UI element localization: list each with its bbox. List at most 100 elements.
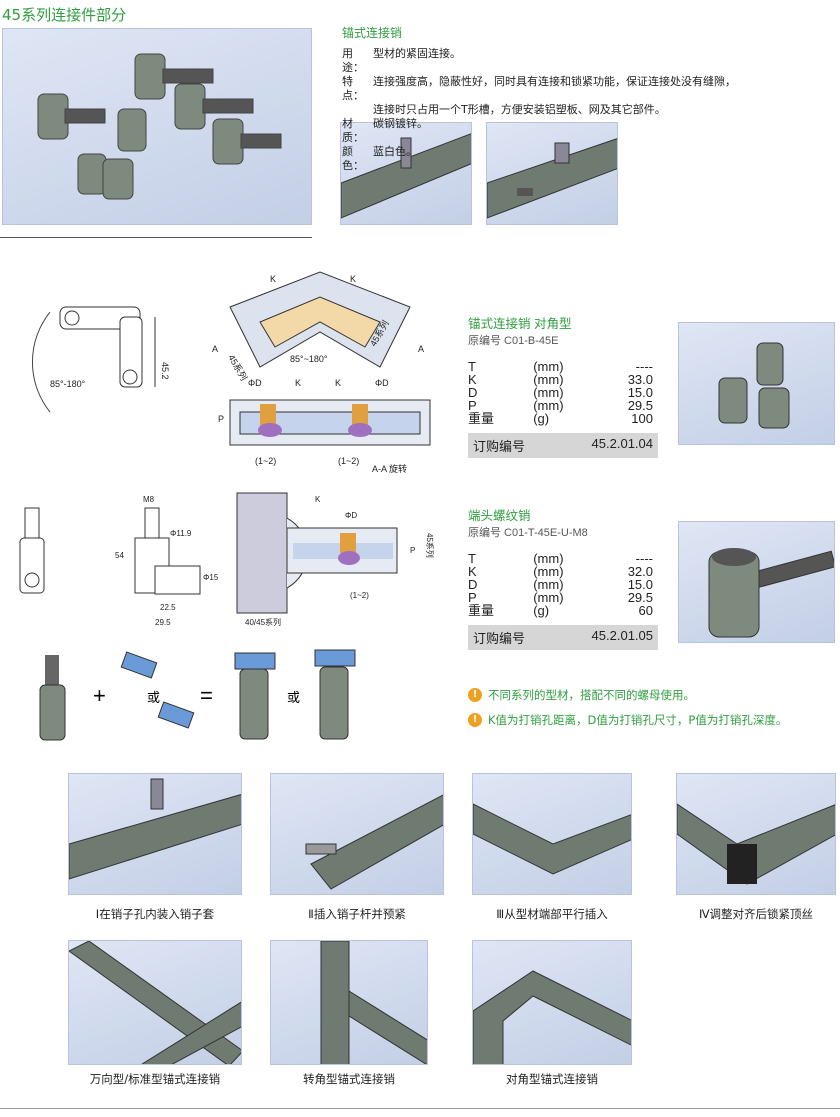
- gap-label: (1~2): [255, 456, 276, 466]
- label: 特点：: [342, 75, 364, 102]
- footer-divider: [0, 1108, 840, 1109]
- product-code: 原编号 C01-B-45E: [468, 335, 559, 347]
- spec-key: T: [468, 359, 476, 374]
- base-label: 40/45系列: [245, 617, 281, 627]
- note: ! 不同系列的型材，搭配不同的螺母使用。: [468, 687, 695, 703]
- type-photo-diagonal: [472, 940, 632, 1065]
- spec-value: ----: [635, 551, 653, 566]
- label: 颜色：: [342, 145, 364, 172]
- dim-label: 29.5: [155, 618, 171, 627]
- spec-key: K: [468, 564, 477, 579]
- k-label: K: [270, 274, 276, 284]
- equals-sign: =: [200, 683, 213, 708]
- type-photo-corner: [270, 940, 428, 1065]
- spec-unit: (mm): [533, 359, 564, 374]
- text: 连接强度高，隐蔽性好，同时具有连接和锁紧功能，保证连接处没有缝隙，: [373, 75, 736, 88]
- spec-value: 33.0: [627, 372, 653, 387]
- connector-pins-illustration: [37, 53, 282, 200]
- spec-unit: (mm): [533, 590, 564, 605]
- spec-unit: (mm): [533, 385, 564, 400]
- spec-unit: (mm): [533, 372, 564, 387]
- step-photo-2: [270, 773, 444, 895]
- k-label: K: [315, 495, 321, 504]
- note: !K值为打销孔距离，D值为打销孔尺寸，P值为打销孔深度。: [468, 712, 787, 728]
- step-photo-4: [676, 773, 836, 895]
- spec-key: K: [468, 372, 477, 387]
- spec-unit: (mm): [533, 564, 564, 579]
- product-name: 端头螺纹销: [468, 509, 531, 523]
- p-label: P: [218, 414, 224, 424]
- m8-label: M8: [143, 495, 155, 504]
- spec-value: 29.5: [627, 590, 653, 605]
- label: [342, 103, 373, 117]
- dim-label: 45.2: [160, 362, 170, 380]
- threaded-pin-drawing: M8 Φ11.9 54 Φ15 22.5 29.5 K ΦD P (1~2) 4…: [19, 492, 435, 627]
- order-number: 45.2.01.04: [591, 436, 653, 451]
- section-label: A: [212, 344, 218, 354]
- phid-label: ΦD: [248, 378, 262, 388]
- warning-icon: !: [468, 713, 482, 727]
- phid-label: ΦD: [375, 378, 389, 388]
- spec-value: ----: [635, 359, 653, 374]
- dim-label: 22.5: [160, 603, 176, 612]
- application-photo-1: [340, 122, 472, 225]
- gap-label: (1~2): [350, 591, 369, 600]
- product-spec-diagonal: 锚式连接销 对角型 原编号 C01-B-45E T(mm)---- K(mm)3…: [468, 313, 658, 458]
- spec-value: 32.0: [627, 564, 653, 579]
- product-spec-threaded: 端头螺纹销 原编号 C01-T-45E-U-M8 T (mm) ---- K (mm)…: [468, 505, 658, 650]
- product-photo-diagonal: [678, 322, 835, 445]
- intro-description: 锚式连接销 用途：型材的紧固连接。 特点：连接强度高，隐蔽性好，同时具有连接和锁…: [342, 26, 736, 173]
- spec-key: P: [468, 590, 477, 605]
- step-photo-1: [68, 773, 242, 895]
- angle-label: 85°~180°: [290, 354, 328, 364]
- text: 型材的紧固连接。: [373, 47, 461, 60]
- spec-key: D: [468, 385, 478, 400]
- type-caption: 转角型锚式连接销: [303, 1072, 395, 1086]
- k-label: K: [335, 378, 341, 388]
- spec-value: 100: [631, 411, 653, 426]
- product-code: 原编号 C01-T-45E-U-M8: [468, 527, 588, 539]
- assembly-diagram: + 或 = 或: [39, 649, 356, 741]
- text: 连接时只占用一个T形槽，方便安装铝塑板、网及其它部件。: [373, 103, 666, 116]
- phi-label: Φ15: [203, 573, 219, 582]
- dim-label: 54: [115, 551, 124, 560]
- rotate-label: A-A 旋转: [372, 463, 407, 474]
- text: 碳钢镀锌。: [373, 117, 428, 130]
- text: 蓝白色。: [373, 145, 417, 158]
- spec-key: T: [468, 551, 476, 566]
- spec-key: 重量: [468, 411, 495, 426]
- spec-table: T(mm)---- K(mm)32.0 D(mm)15.0 P(mm)29.5 …: [468, 552, 658, 617]
- step-photo-3: [472, 773, 632, 895]
- warning-icon: !: [468, 688, 482, 702]
- spec-value: 15.0: [627, 385, 653, 400]
- plus-sign: +: [93, 683, 106, 708]
- k-label: K: [295, 378, 301, 388]
- spec-unit: (g): [533, 603, 550, 618]
- product-photo-threaded: [678, 521, 835, 643]
- product-photo-pins: [2, 28, 312, 225]
- step-caption: Ⅲ从型材端部平行插入: [496, 907, 608, 921]
- order-label: 订购编号: [473, 439, 526, 454]
- spec-value: 15.0: [627, 577, 653, 592]
- section-label: A: [418, 344, 424, 354]
- or-label: 或: [147, 690, 160, 705]
- order-number: 45.2.01.05: [591, 628, 653, 643]
- p-label: P: [410, 546, 415, 555]
- note-text: 不同系列的型材，搭配不同的螺母使用。: [488, 688, 695, 702]
- label: 材质：: [342, 117, 364, 144]
- series-label: 45系列: [226, 353, 250, 383]
- spec-value: 60: [638, 603, 653, 618]
- step-caption: Ⅰ在销子孔内装入销子套: [95, 907, 215, 921]
- k-label: K: [350, 274, 356, 284]
- spec-unit: (mm): [533, 577, 564, 592]
- order-row: 订购编号 45.2.01.04: [468, 433, 658, 458]
- spec-key: D: [468, 577, 478, 592]
- page-title: 45系列连接件部分: [2, 6, 127, 24]
- gap-label: (1~2): [338, 456, 359, 466]
- or-label: 或: [287, 690, 300, 705]
- spec-unit: (mm): [533, 398, 564, 413]
- series-label: 45系列: [425, 533, 435, 558]
- spec-unit: (mm): [533, 551, 564, 566]
- type-caption: 万向型/标准型锚式连接销: [89, 1072, 221, 1086]
